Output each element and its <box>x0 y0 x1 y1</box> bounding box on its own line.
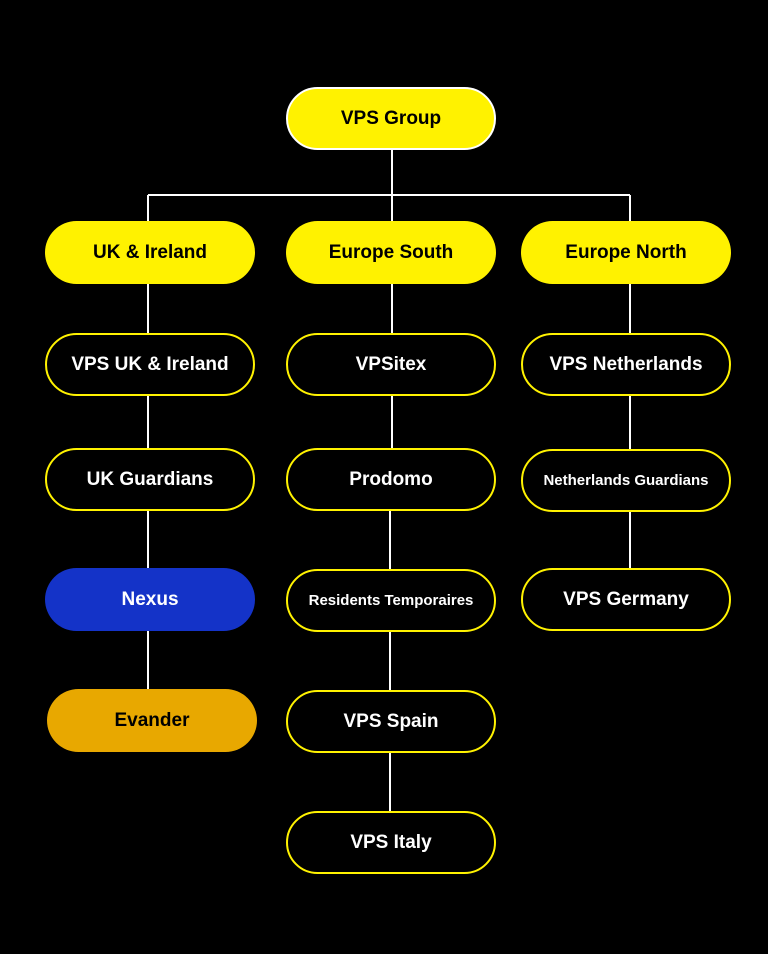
company-node-prodomo: Prodomo <box>286 448 496 511</box>
root-node-label: VPS Group <box>340 107 442 129</box>
region-node-label: Europe South <box>328 241 454 263</box>
region-node-label: UK & Ireland <box>92 241 208 263</box>
region-node-label: Europe North <box>565 241 687 263</box>
company-node-vps-uk-ireland: VPS UK & Ireland <box>45 333 255 396</box>
company-node-label: Residents Temporaires <box>308 592 474 609</box>
company-node-label: VPS UK & Ireland <box>71 353 229 375</box>
company-node-vps-italy: VPS Italy <box>286 811 496 874</box>
company-node-label: VPS Netherlands <box>549 353 703 375</box>
company-node-netherlands-guardians: Netherlands Guardians <box>521 449 731 512</box>
company-node-vps-germany: VPS Germany <box>521 568 731 631</box>
region-node-europe-south: Europe South <box>286 221 496 284</box>
root-node-vps-group: VPS Group <box>286 87 496 150</box>
company-node-vps-netherlands: VPS Netherlands <box>521 333 731 396</box>
company-node-label: Netherlands Guardians <box>543 472 709 489</box>
company-node-vpsitex: VPSitex <box>286 333 496 396</box>
company-node-label: Nexus <box>121 588 179 610</box>
region-node-europe-north: Europe North <box>521 221 731 284</box>
company-node-evander: Evander <box>47 689 257 752</box>
company-node-label: VPSitex <box>355 353 427 375</box>
company-node-label: VPS Germany <box>563 588 689 610</box>
company-node-vps-spain: VPS Spain <box>286 690 496 753</box>
region-node-uk-ireland: UK & Ireland <box>45 221 255 284</box>
company-node-label: Prodomo <box>349 468 433 490</box>
company-node-nexus: Nexus <box>45 568 255 631</box>
company-node-label: UK Guardians <box>86 468 214 490</box>
company-node-label: VPS Spain <box>343 710 439 732</box>
company-node-label: VPS Italy <box>350 831 432 853</box>
company-node-label: Evander <box>114 709 190 731</box>
company-node-uk-guardians: UK Guardians <box>45 448 255 511</box>
company-node-residents-temporaires: Residents Temporaires <box>286 569 496 632</box>
